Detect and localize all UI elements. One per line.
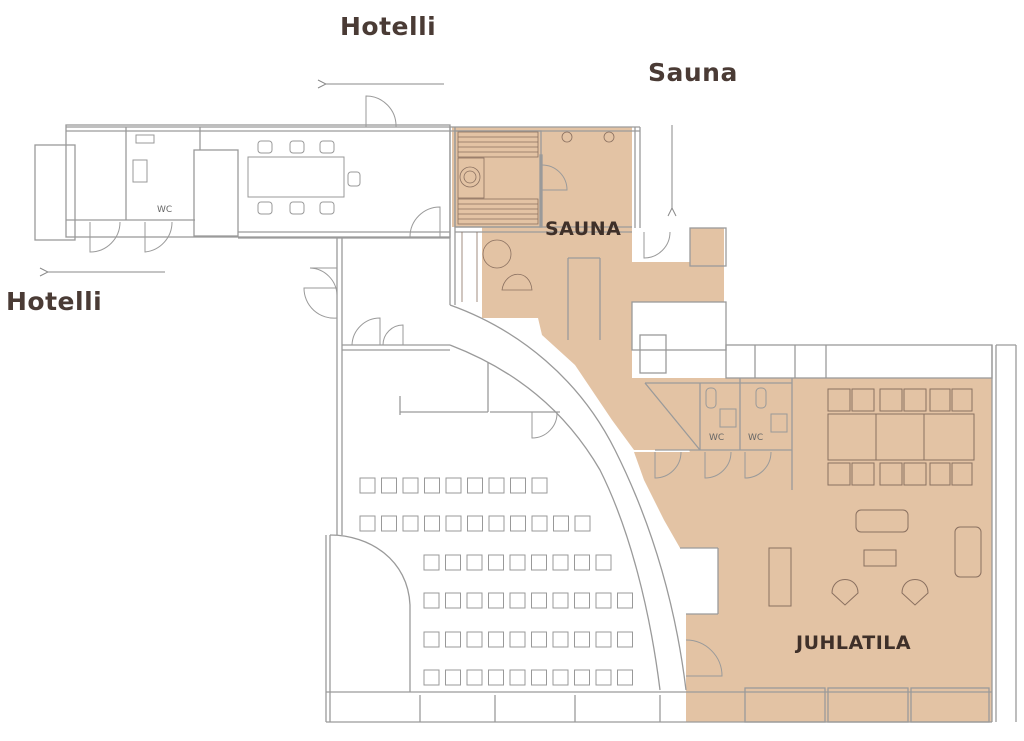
- seat: [595, 554, 612, 571]
- seat: [617, 592, 633, 609]
- seat: [359, 477, 376, 494]
- sauna-benches: [457, 131, 615, 302]
- seat: [445, 631, 461, 648]
- seat: [509, 631, 526, 648]
- seat: [531, 477, 548, 494]
- seat: [423, 631, 440, 648]
- seat: [424, 515, 440, 532]
- seat: [488, 477, 505, 494]
- seat: [488, 554, 504, 571]
- sauna-room-label: SAUNA: [545, 218, 622, 240]
- seat: [466, 554, 483, 571]
- seat: [466, 592, 483, 609]
- seat: [552, 669, 569, 686]
- seat: [466, 631, 483, 648]
- seat: [617, 631, 633, 648]
- sauna-direction-label: Sauna: [648, 58, 738, 87]
- seat: [574, 592, 590, 609]
- seat: [381, 515, 397, 532]
- hotelli-top-label: Hotelli: [340, 12, 437, 41]
- seat: [510, 477, 526, 494]
- seat: [531, 631, 547, 648]
- seat: [531, 554, 547, 571]
- wc-label: WC: [157, 205, 173, 215]
- seat: [552, 554, 569, 571]
- hotelli-left-label: Hotelli: [6, 287, 103, 316]
- wc-label: WC: [748, 433, 764, 443]
- auditorium-seats: [359, 477, 633, 686]
- seat: [574, 515, 591, 532]
- wc-fixtures: [132, 134, 788, 433]
- seat: [595, 631, 612, 648]
- seat: [488, 592, 504, 609]
- seat: [531, 592, 547, 609]
- seat: [509, 554, 526, 571]
- seat: [531, 669, 547, 686]
- seat: [617, 669, 633, 686]
- seat: [595, 669, 612, 686]
- walls: [34, 124, 1017, 723]
- seat: [402, 515, 419, 532]
- seat: [595, 592, 612, 609]
- seat: [445, 669, 461, 686]
- seat: [574, 669, 590, 686]
- seat: [423, 592, 440, 609]
- seat: [510, 515, 526, 532]
- seat: [466, 669, 483, 686]
- seat: [552, 592, 569, 609]
- seat: [509, 669, 526, 686]
- wc-label: WC: [709, 433, 725, 443]
- seat: [509, 592, 526, 609]
- juhlatila-room-label: JUHLATILA: [796, 632, 912, 654]
- seat: [445, 554, 461, 571]
- seat: [574, 631, 590, 648]
- seat: [488, 631, 504, 648]
- doors: [89, 95, 772, 677]
- seat: [553, 515, 569, 532]
- seat: [381, 477, 397, 494]
- sauna-area: [452, 127, 724, 450]
- seat: [531, 515, 548, 532]
- seat: [467, 515, 483, 532]
- seat: [424, 477, 440, 494]
- seat: [445, 477, 462, 494]
- seat: [445, 592, 461, 609]
- seat: [574, 554, 590, 571]
- lounge-furniture: [768, 388, 982, 607]
- meeting-table: [247, 140, 361, 215]
- seat: [488, 515, 505, 532]
- juhlatila-area: [634, 378, 992, 722]
- seat: [402, 477, 419, 494]
- seat: [359, 515, 376, 532]
- seat: [445, 515, 462, 532]
- seat: [423, 669, 440, 686]
- seat: [552, 631, 569, 648]
- seat: [423, 554, 440, 571]
- seat: [467, 477, 483, 494]
- seat: [488, 669, 504, 686]
